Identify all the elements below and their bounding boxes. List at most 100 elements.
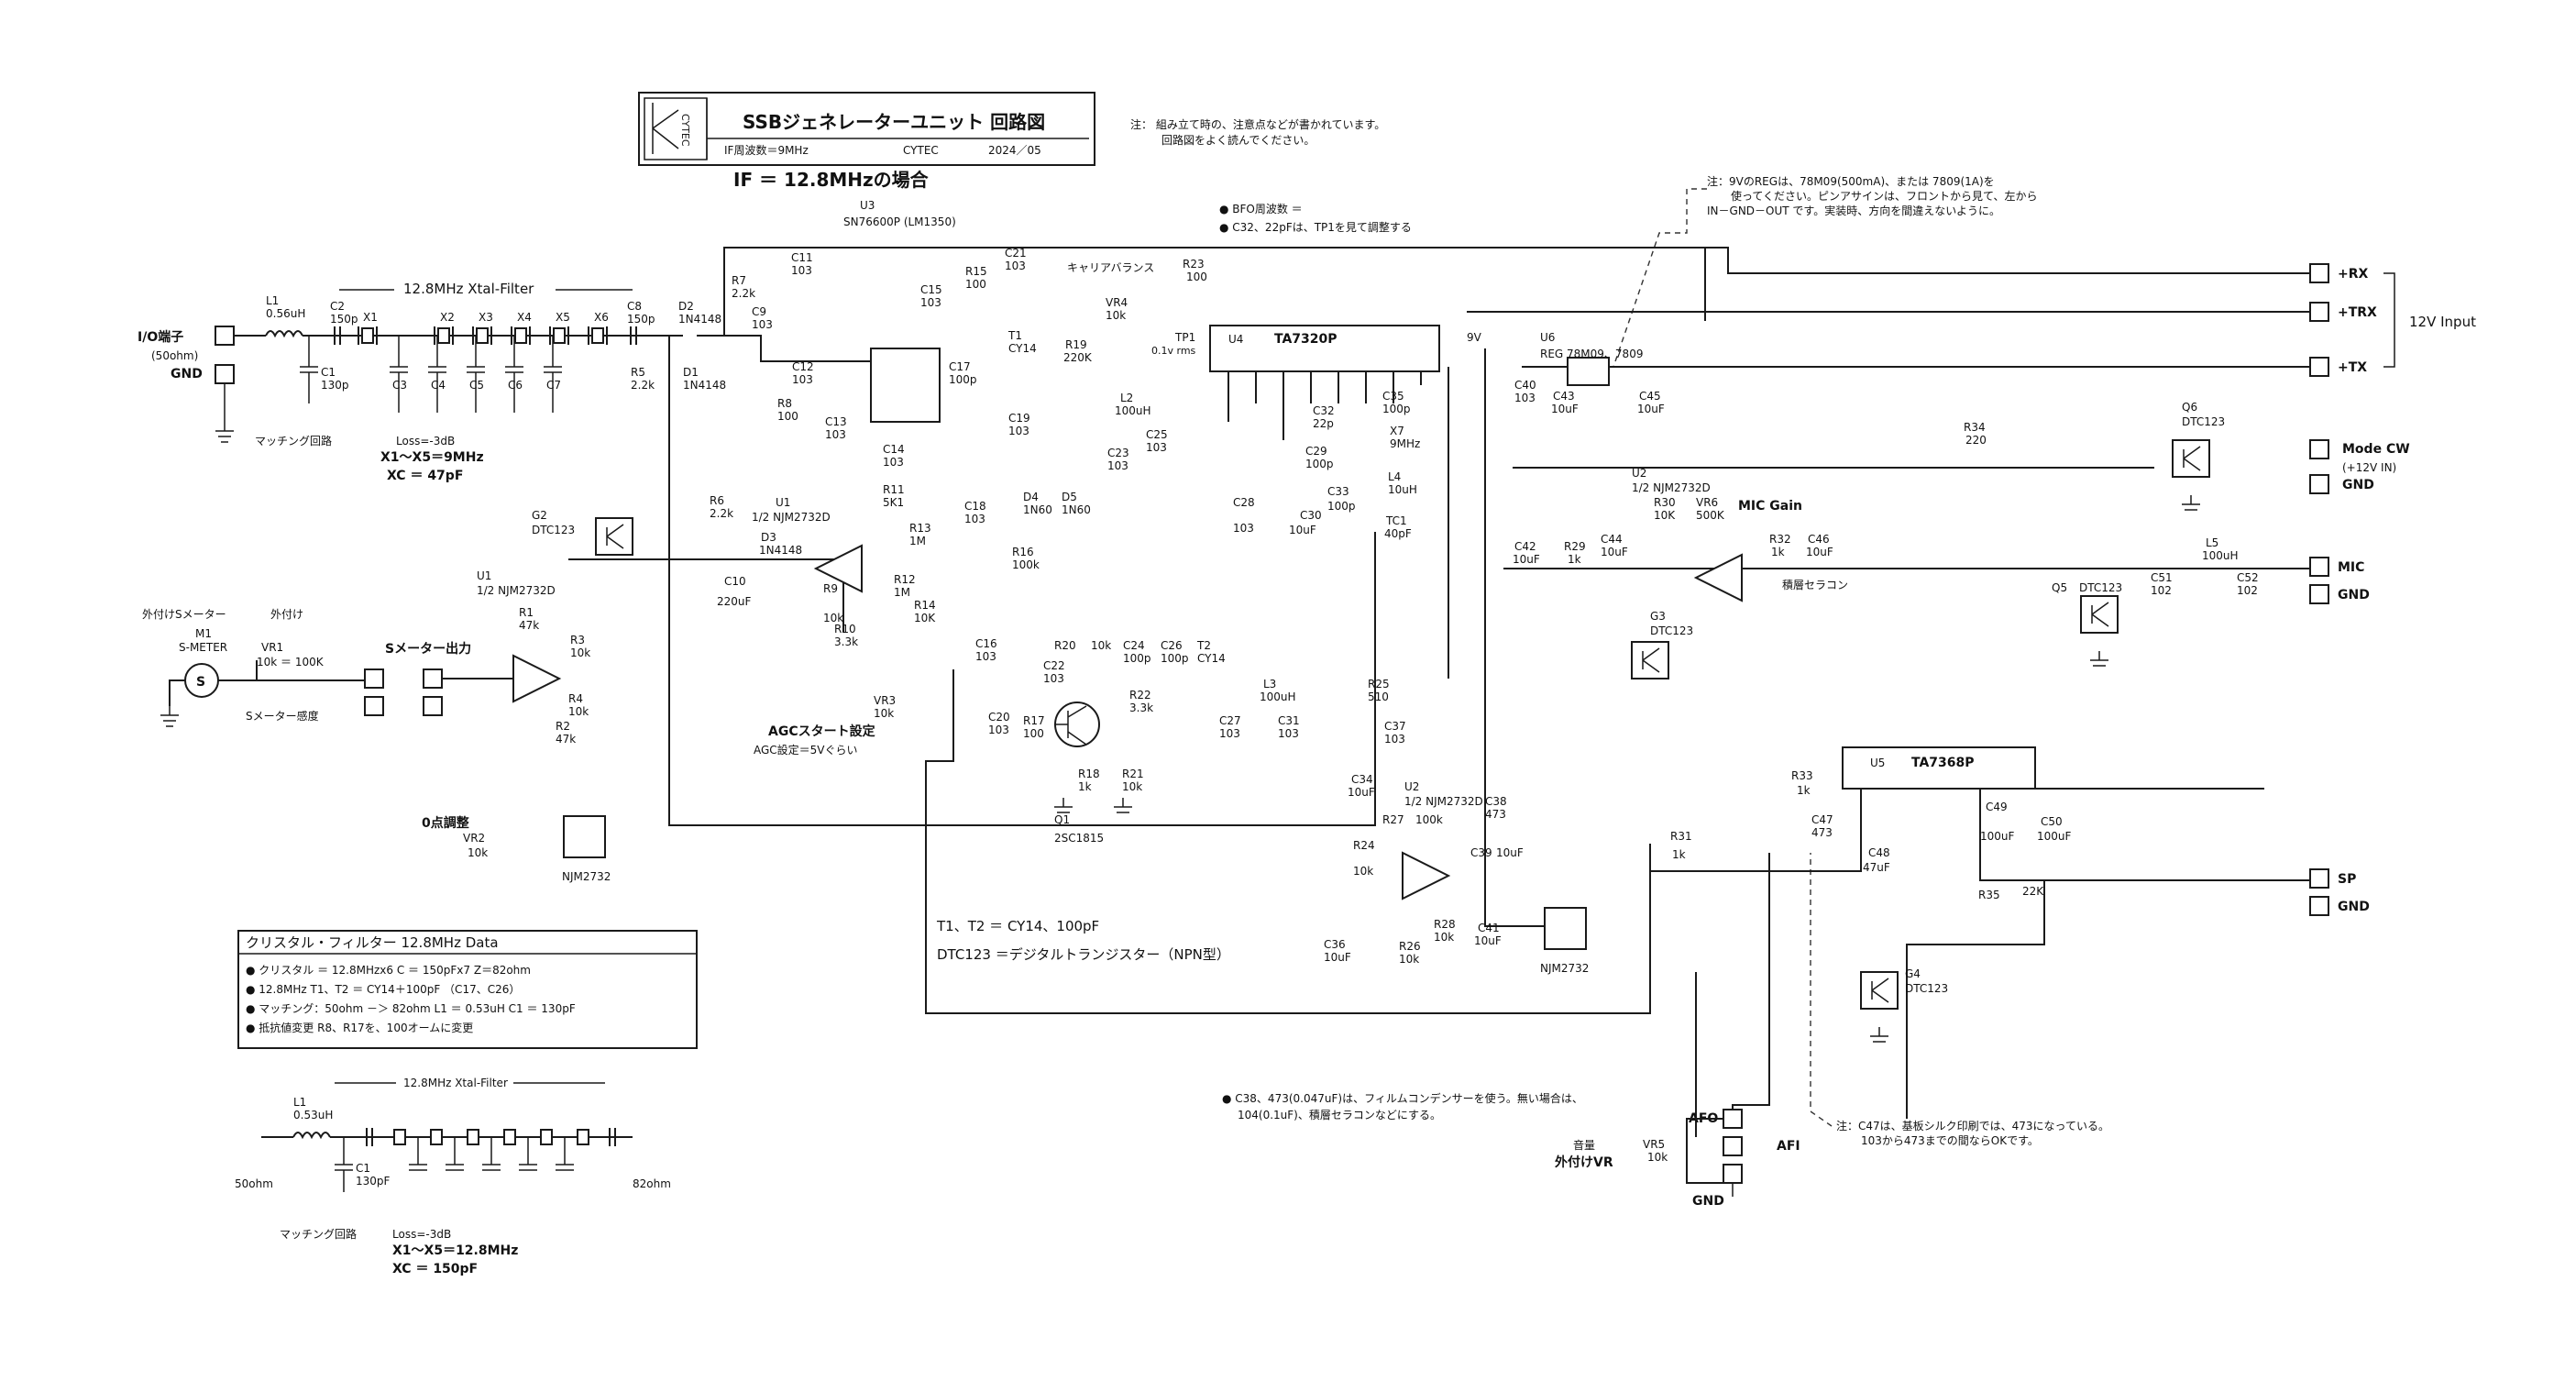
xtal-def: X1～X5＝9MHz [380,450,484,465]
r21-value: 10k [1122,780,1142,793]
c15-value: 103 [920,296,941,309]
c20-label: C20 [988,711,1010,724]
tx-terminal[interactable] [2309,357,2329,377]
r2-label: R2 [556,720,570,733]
vr3-label: VR3 [874,694,896,707]
x7-value: 9MHz [1390,437,1420,450]
c38-label: C38 [1485,795,1507,808]
c49-label: C49 [1986,801,2008,813]
net-u5-in [1650,788,2264,872]
r16-label: R16 [1012,546,1034,558]
c2-label: C2 [330,300,345,313]
u2-label: U2 [1632,467,1646,480]
fb-left-impedance: 50ohm [235,1177,273,1190]
m1-label: M1 [195,627,212,640]
sp-terminal[interactable] [2309,868,2329,889]
g4-value: DTC123 [1905,982,1948,995]
vr2-value: 10k [468,846,488,859]
c10-value: 220uF [717,595,752,608]
c45-label: C45 [1639,390,1661,403]
cw-gnd-terminal[interactable] [2309,474,2329,494]
r30-value: 10K [1654,509,1676,522]
q5-value: DTC123 [2079,581,2122,594]
c19-value: 103 [1008,425,1029,437]
io-terminal[interactable] [215,326,235,346]
r12-label: R12 [894,573,916,586]
c51-value: 102 [2151,584,2172,597]
note-c47-2: 103から473までの間ならOKです。 [1861,1134,2039,1147]
x4-label: X4 [517,311,532,324]
g2-value: DTC123 [532,524,575,536]
q5-label: Q5 [2052,581,2067,594]
sp-gnd-terminal[interactable] [2309,896,2329,916]
u2-opamp-af: U2 1/2 NJM2732D [1402,780,1483,900]
mic-gnd-terminal[interactable] [2309,584,2329,604]
c36-label: C36 [1324,938,1346,951]
tp1-value: 0.1v rms [1151,345,1196,357]
fb-match-label: マッチング回路 [280,1227,357,1241]
r17-label: R17 [1023,714,1045,727]
cw-gnd-label: GND [2342,478,2374,492]
c5-label: C5 [469,379,484,392]
x2-label: X2 [440,311,455,324]
l5-label: L5 [2206,536,2218,549]
net-afi [1906,880,2045,1119]
net-d3 [568,558,844,633]
io-gnd-terminal[interactable] [215,364,235,384]
crystal-line-4: ● 抵抗値変更 R8、R17を、100オームに変更 [246,1021,473,1034]
r29-value: 1k [1568,553,1581,566]
u3-name: SN76600P (LM1350) [843,215,956,228]
cw-label: Mode CW [2342,442,2410,457]
match-label: マッチング回路 [255,434,332,447]
vol-gnd-terminal[interactable] [1723,1164,1743,1184]
c44-value: 10uF [1601,546,1628,558]
r17-value: 100 [1023,727,1044,740]
s-out-terminal-1[interactable] [364,668,384,689]
q6-transistor [2172,439,2210,478]
afo-terminal[interactable] [1723,1109,1743,1129]
s-out-terminal-2[interactable] [423,668,443,689]
c40-value: 103 [1514,392,1536,404]
s-out-terminal-3[interactable] [364,696,384,716]
r13-label: R13 [909,522,931,535]
r28-value: 10k [1434,931,1454,944]
mic-terminal[interactable] [2309,557,2329,577]
ext-vr-label: 外付けVR [1555,1155,1613,1170]
rx-terminal[interactable] [2309,263,2329,283]
s-meter-ext: 外付けSメーター [142,608,226,621]
u3-label: U3 [860,199,875,212]
note-c47-1: 注：C47は、基板シルク印刷では、473になっている。 [1836,1119,2109,1132]
c21-label: C21 [1005,247,1027,260]
d5-label: D5 [1062,491,1077,503]
njm-supply-1 [563,815,606,858]
r6-label: R6 [710,494,724,507]
note-reg-2: 使ってください。ピンアサインは、フロントから見て、左から [1731,189,2037,203]
q6-value: DTC123 [2182,415,2225,428]
vr1-label: VR1 [261,641,283,654]
trx-terminal[interactable] [2309,302,2329,322]
s-meter-sens: Sメーター感度 [246,709,319,723]
r24-value: 10k [1353,865,1373,878]
sp-gnd-label: GND [2338,900,2370,914]
c10-label: C10 [724,575,746,588]
s-out-terminal-4[interactable] [423,696,443,716]
volume-label: 音量 [1573,1138,1595,1152]
note-c32: ● C32、22pFは、TP1を見て調整する [1219,220,1412,234]
c3-label: C3 [392,379,407,392]
c29-value: 100p [1305,458,1334,470]
r25-label: R25 [1368,678,1390,690]
note-reg-3: IN－GND－OUT です。実装時、方向を間違えないように。 [1707,204,2000,217]
cw-terminal[interactable] [2309,439,2329,459]
njm-2-label: NJM2732 [1540,962,1589,975]
r19-value: 220K [1063,351,1093,364]
r7-label: R7 [732,274,746,287]
g3-value: DTC123 [1650,624,1693,637]
t1-value: CY14 [1008,342,1037,355]
r5-value: 2.2k [631,379,655,392]
s-meter-out: Sメーター出力 [385,641,471,657]
q1-value: 2SC1815 [1054,832,1104,845]
afi-terminal[interactable] [1723,1136,1743,1156]
r16-value: 100k [1012,558,1040,571]
u5-name: TA7368P [1911,756,1975,770]
s-meter-ext2: 外付け [270,608,303,621]
